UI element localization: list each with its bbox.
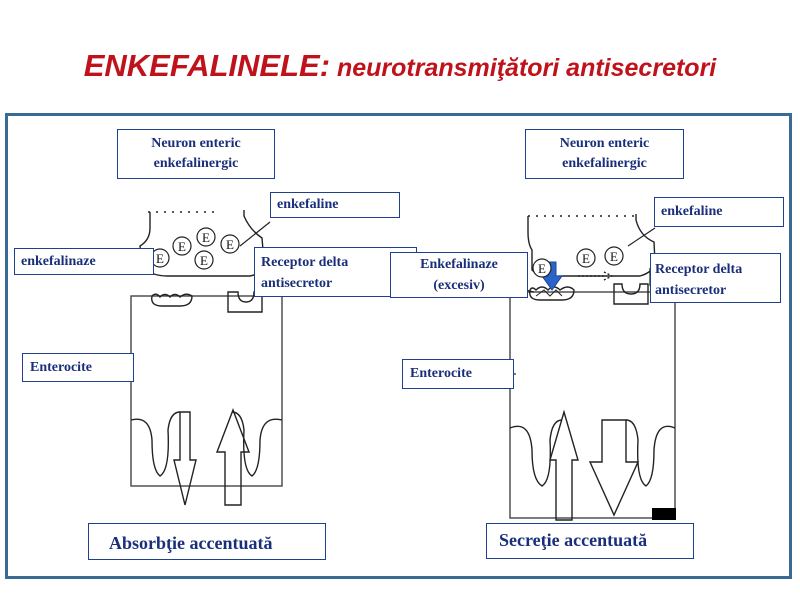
vesicle-letter: E: [538, 261, 546, 276]
vesicle: E: [220, 234, 240, 254]
vesicle-letter: E: [582, 251, 590, 266]
left-villi: [130, 411, 283, 477]
right-villi: [509, 419, 676, 487]
right-arrow-small-up: [549, 409, 579, 521]
left-receptor-line1: Receptor delta: [261, 255, 349, 270]
left-receptor-line2: antisecretor: [261, 276, 333, 291]
right-arrow-large-down: [588, 419, 640, 517]
vesicle: E: [604, 246, 624, 266]
left-neuron-label: Neuron enteric enkefalinergic: [117, 129, 275, 179]
vesicle: E: [532, 258, 552, 278]
vesicle-letter: E: [226, 237, 234, 252]
right-enkefalinaze-line2: (excesiv): [433, 278, 485, 293]
left-receptor: [227, 291, 263, 313]
diagram-frame: [5, 113, 792, 579]
right-black-block: [652, 508, 676, 520]
left-enkefaline-text: enkefaline: [277, 197, 339, 212]
left-enterocyte-body: [130, 295, 283, 487]
left-caption-text: Absorbţie accentuată: [109, 533, 273, 553]
vesicle-letter: E: [200, 253, 208, 268]
right-receptor-label: Receptor delta antisecretor: [650, 253, 781, 303]
right-dotted-arrow: [578, 271, 614, 281]
vesicle-letter: E: [610, 249, 618, 264]
right-enkefaline-label: enkefaline: [654, 197, 784, 227]
left-enkefalinase: [151, 293, 193, 307]
right-enterocite-text: Enterocite: [410, 366, 472, 381]
left-receptor-label: Receptor delta antisecretor: [254, 247, 417, 297]
right-neuron-line1: Neuron enteric: [559, 136, 650, 151]
right-enkefalinaze-label: Enkefalinaze (excesiv): [390, 252, 528, 298]
left-arrow-small-down: [173, 411, 197, 506]
left-enkefalinaze-text: enkefalinaze: [21, 254, 96, 269]
right-neuron-line2: enkefalinergic: [562, 156, 647, 171]
left-enterocite-label: Enterocite: [22, 353, 134, 382]
right-caption: Secreţie accentuată: [486, 523, 694, 559]
vesicle: E: [172, 236, 192, 256]
right-caption-text: Secreţie accentuată: [499, 530, 648, 550]
right-neuron-label: Neuron enteric enkefalinergic: [525, 129, 684, 179]
left-enkefalinaze-label: enkefalinaze: [14, 248, 154, 275]
vesicle: E: [196, 227, 216, 247]
slide-title: ENKEFALINELE: neurotransmiţători antisec…: [0, 48, 800, 84]
right-receptor-line2: antisecretor: [655, 283, 727, 298]
vesicle-letter: E: [178, 239, 186, 254]
right-receptor: [613, 283, 649, 305]
right-receptor-line1: Receptor delta: [655, 262, 743, 277]
right-enkefaline-text: enkefaline: [661, 204, 723, 219]
right-enkefalinaze-line1: Enkefalinaze: [420, 257, 498, 272]
vesicle: E: [576, 248, 596, 268]
title-sub: neurotransmiţători antisecretori: [330, 54, 717, 82]
title-main: ENKEFALINELE:: [83, 48, 331, 83]
left-enterocite-text: Enterocite: [30, 360, 92, 375]
left-arrow-large-up: [215, 408, 251, 506]
right-enkefalinase: [529, 286, 575, 301]
left-neuron-line2: enkefalinergic: [153, 156, 239, 171]
left-neuron-terminal: [139, 210, 265, 277]
vesicle: E: [194, 250, 214, 270]
left-neuron-line1: Neuron enteric: [151, 136, 241, 151]
left-enkefaline-label: enkefaline: [270, 192, 400, 218]
left-caption: Absorbţie accentuată: [88, 523, 326, 560]
vesicle-letter: E: [156, 251, 164, 266]
right-enterocite-label: Enterocite: [402, 359, 514, 389]
right-enterocyte-body: [509, 291, 676, 519]
vesicle-letter: E: [202, 230, 210, 245]
